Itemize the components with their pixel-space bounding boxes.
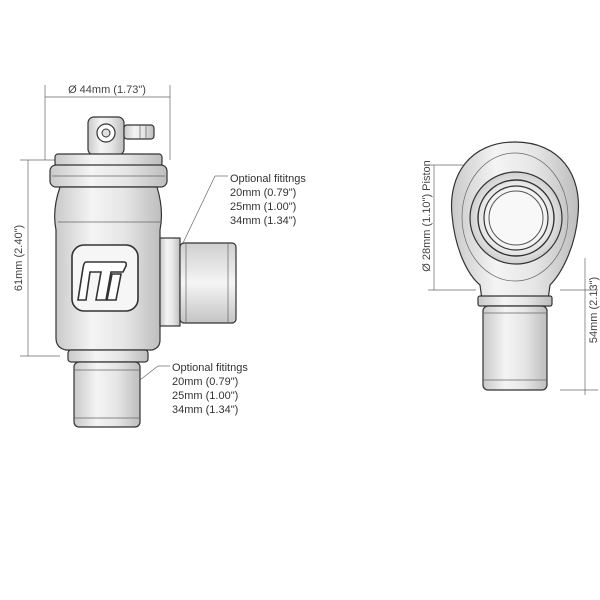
width-label: Ø 44mm (1.73"): [68, 84, 146, 96]
bottom-collar: [67, 349, 149, 363]
piston-label: Ø 28mm (1.10") Piston: [421, 160, 433, 272]
side-callout-line-1: 20mm (0.79"): [230, 187, 296, 199]
side-callout-line-2: 25mm (1.00"): [230, 201, 296, 213]
piston-dimension: Ø 28mm (1.10") Piston: [421, 160, 476, 291]
turbosmart-logo-icon: [71, 244, 139, 312]
side-view: Ø 44mm (1.73") 61mm (2.40"): [13, 84, 306, 428]
height-dimension-left: 61mm (2.40"): [13, 159, 60, 357]
top-cap: [54, 153, 163, 167]
bottom-callout-title: Optional fititngs: [172, 362, 248, 374]
top-view: Ø 28mm (1.10") Piston 54mm (2.13"): [421, 141, 600, 395]
side-fittings-callout: Optional fititngs 20mm (0.79") 25mm (1.0…: [182, 173, 306, 244]
height-label-left: 61mm (2.40"): [13, 225, 25, 291]
height-dimension-right: 54mm (2.13"): [560, 258, 600, 395]
bottom-callout-line-1: 20mm (0.79"): [172, 376, 238, 388]
bottom-callout-line-2: 25mm (1.00"): [172, 390, 238, 402]
bottom-port: [73, 361, 141, 428]
width-dimension: Ø 44mm (1.73"): [44, 84, 171, 160]
bottom-callout-line-3: 34mm (1.34"): [172, 404, 238, 416]
top-fitting: [87, 116, 155, 156]
height-label-right: 54mm (2.13"): [588, 277, 600, 343]
top-view-port: [482, 305, 548, 391]
side-callout-title: Optional fititngs: [230, 173, 306, 185]
side-port: [159, 237, 237, 327]
side-callout-line-3: 34mm (1.34"): [230, 215, 296, 227]
top-view-collar: [477, 295, 553, 307]
bottom-fittings-callout: Optional fititngs 20mm (0.79") 25mm (1.0…: [139, 362, 248, 416]
